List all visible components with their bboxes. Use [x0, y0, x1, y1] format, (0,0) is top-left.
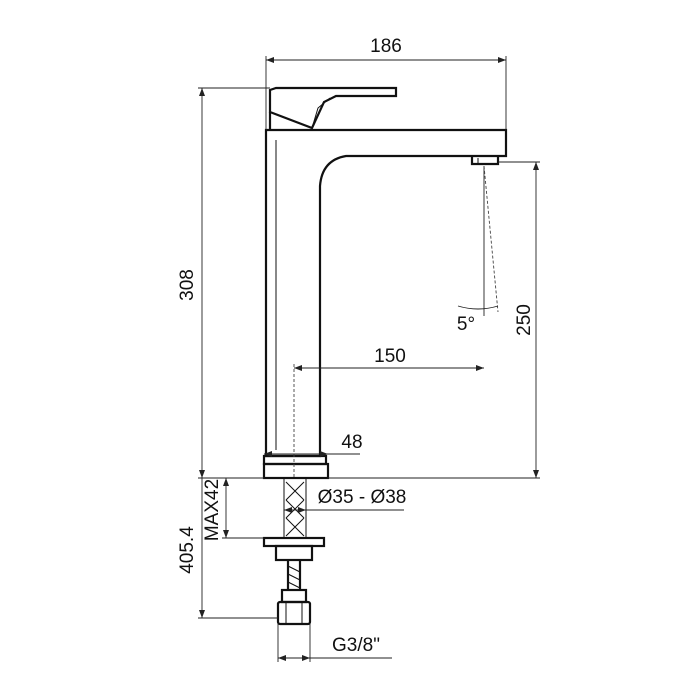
threaded-shank	[283, 477, 307, 539]
dim-hole-diameter: Ø35 - Ø38	[284, 487, 406, 513]
spout-height-label: 250	[514, 304, 535, 336]
dim-width-top: 186	[265, 36, 507, 130]
angle-label: 5°	[457, 314, 475, 335]
dim-base-width: 48	[264, 432, 363, 457]
dim-spout-height: 250	[328, 161, 540, 479]
hose-braid	[287, 565, 301, 589]
overall-depth-label: 405.4	[177, 526, 198, 574]
dim-overall-depth: 405.4	[177, 478, 278, 619]
body-outer	[264, 128, 508, 458]
connection-label: G3/8"	[332, 635, 380, 656]
shank-thread	[285, 481, 305, 537]
height-total-label: 308	[177, 269, 198, 301]
base-width-label: 48	[341, 432, 362, 453]
faucet-body	[262, 86, 508, 626]
flex-hose	[286, 560, 302, 590]
max-thickness-label: MAX42	[202, 479, 223, 541]
mounting-nut-plate	[262, 536, 326, 548]
hose-fitting-upper	[280, 588, 308, 604]
aerator	[470, 156, 500, 166]
dim-spout-reach: 150	[293, 346, 484, 478]
dim-angle: 5°	[457, 165, 499, 335]
hole-diameter-label: Ø35 - Ø38	[318, 487, 407, 508]
spout-reach-label: 150	[374, 346, 406, 367]
handle-lever	[268, 86, 398, 130]
dim-connection: G3/8"	[277, 624, 392, 662]
handle-detail	[311, 97, 331, 129]
mounting-nut	[274, 544, 314, 562]
hose-fitting-nut	[276, 600, 312, 626]
width-top-label: 186	[370, 36, 402, 57]
dim-height-total: 308	[177, 87, 270, 479]
base-rosette	[262, 454, 328, 466]
base-plate	[262, 462, 330, 480]
dim-max-thickness: MAX42	[202, 477, 264, 541]
